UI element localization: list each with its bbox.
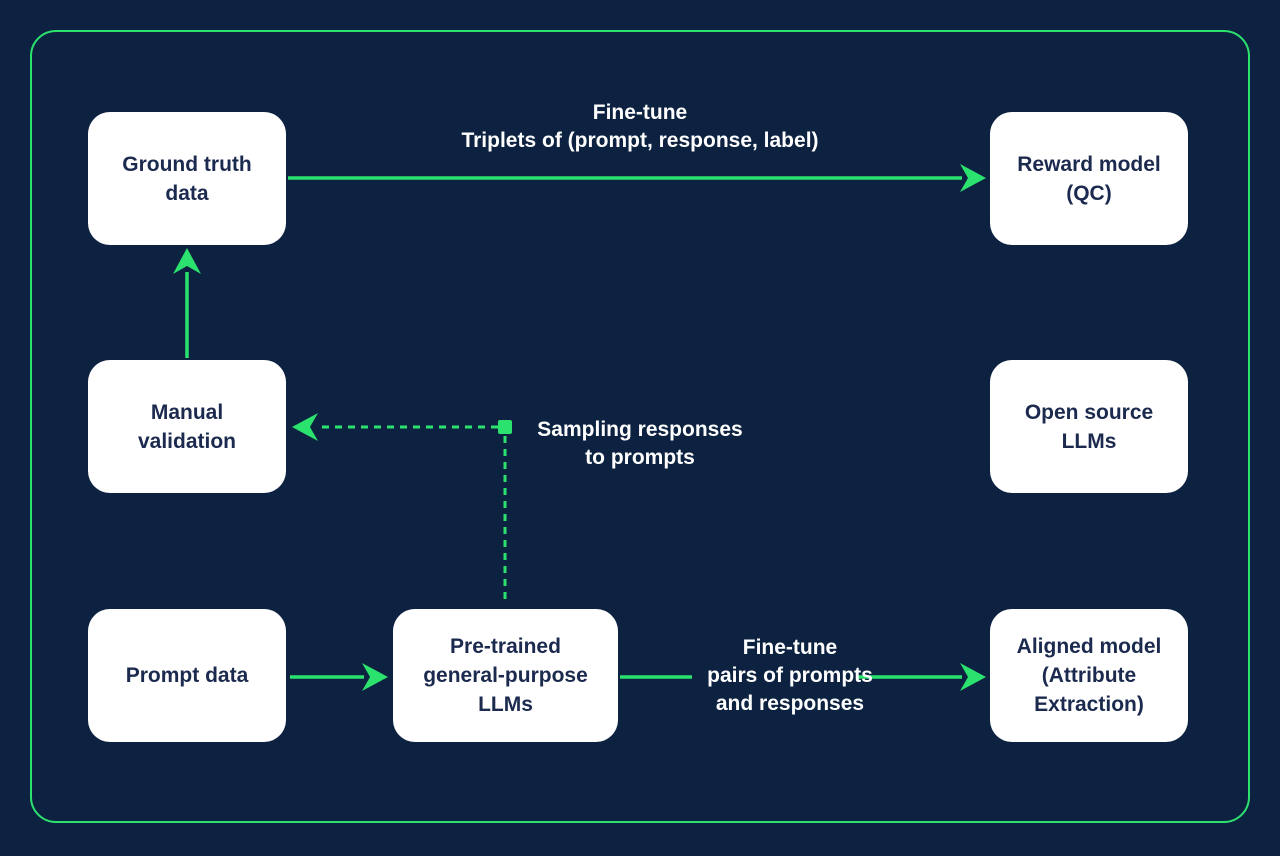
edge-label-fine-tune-pairs: Fine-tune pairs of prompts and responses (707, 636, 873, 715)
node-manual-validation: Manual validation (88, 360, 286, 493)
node-open-source-llms: Open source LLMs (990, 360, 1188, 493)
edge-manual-validation-to-ground-truth (173, 248, 201, 358)
node-open-source-llms-label: Open source LLMs (1024, 400, 1154, 453)
node-pretrained-llms-label: Pre-trained general-purpose LLMs (423, 635, 588, 716)
node-ground-truth-data-label: Ground truth data (122, 152, 252, 205)
node-aligned-model-label: Aligned model (Attribute Extraction) (1016, 635, 1162, 716)
node-reward-model: Reward model (QC) (990, 112, 1188, 245)
edge-prompt-data-to-pretrained (290, 663, 388, 691)
edge-pretrained-to-sampling-point (498, 420, 512, 602)
edge-label-fine-tune-triplets: Fine-tune Triplets of (prompt, response,… (461, 101, 819, 152)
edge-ground-truth-to-reward-model (288, 164, 986, 192)
sampling-junction-square (498, 420, 512, 434)
node-prompt-data-label: Prompt data (125, 664, 249, 687)
node-manual-validation-label: Manual validation (137, 400, 237, 453)
edge-pretrained-to-aligned-model (620, 663, 986, 691)
node-prompt-data: Prompt data (88, 609, 286, 742)
node-pretrained-llms: Pre-trained general-purpose LLMs (393, 609, 618, 742)
node-ground-truth-data: Ground truth data (88, 112, 286, 245)
node-aligned-model: Aligned model (Attribute Extraction) (990, 609, 1188, 742)
node-reward-model-label: Reward model (QC) (1017, 152, 1161, 205)
diagram-border-frame (30, 30, 1250, 823)
edge-label-sampling-responses: Sampling responses to prompts (537, 418, 743, 469)
edge-sampling-to-manual-validation (292, 413, 498, 441)
